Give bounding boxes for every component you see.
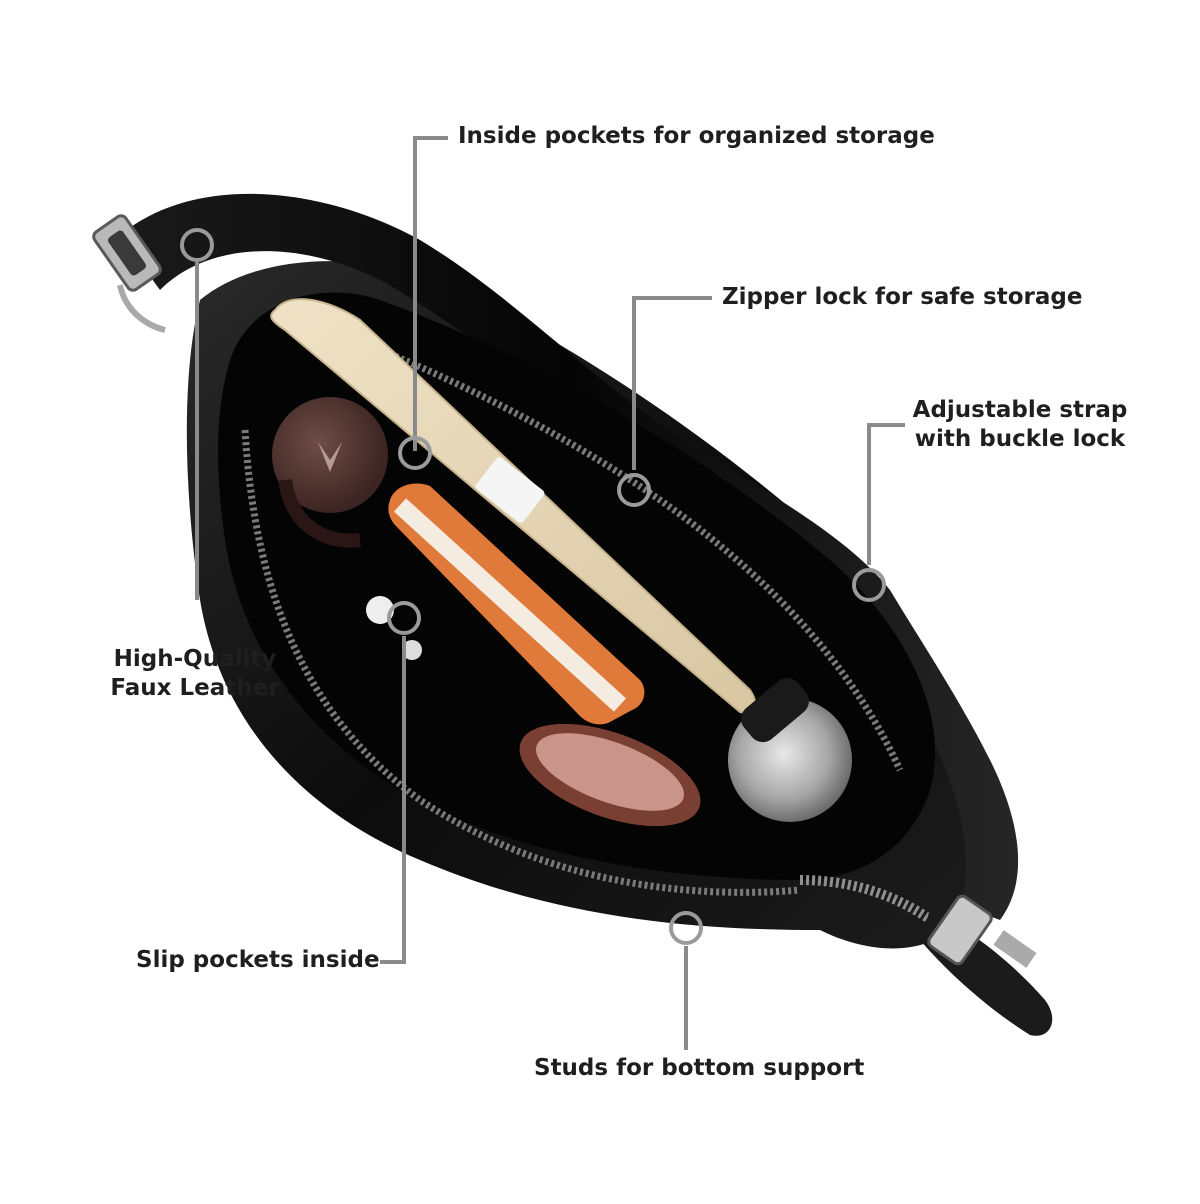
label-strap-line1: Adjustable strap bbox=[912, 397, 1128, 423]
slip-pockets-marker-icon bbox=[387, 601, 421, 635]
studs-marker-icon bbox=[669, 911, 703, 945]
jar bbox=[272, 397, 388, 548]
leader-zipper-lock bbox=[632, 296, 712, 470]
strap bbox=[120, 193, 1019, 920]
leader-strap bbox=[867, 423, 905, 565]
label-leather-line1: High-Quality bbox=[113, 646, 277, 672]
leader-inside-pockets bbox=[413, 136, 448, 451]
label-leather: High-Quality Faux Leather bbox=[95, 645, 295, 703]
label-studs: Studs for bottom support bbox=[534, 1055, 865, 1081]
label-slip-pockets: Slip pockets inside bbox=[136, 947, 380, 973]
zipper-track-outer bbox=[241, 429, 801, 896]
zipper-lock-marker-icon bbox=[617, 473, 651, 507]
label-strap-line2: with buckle lock bbox=[914, 426, 1126, 452]
flask bbox=[728, 677, 852, 822]
leather-marker-icon bbox=[180, 228, 214, 262]
zipper-track-inner bbox=[298, 316, 904, 772]
leader-slip-pockets bbox=[380, 636, 406, 964]
label-strap: Adjustable strap with buckle lock bbox=[905, 396, 1135, 454]
compact-mirror bbox=[519, 723, 701, 827]
strap-marker-icon bbox=[852, 568, 886, 602]
leader-lines bbox=[195, 136, 905, 1050]
inside-pockets-marker-icon bbox=[398, 436, 432, 470]
buckle bbox=[92, 214, 166, 333]
zipper-pull bbox=[920, 894, 1053, 1036]
markers bbox=[180, 228, 886, 945]
label-zipper-lock: Zipper lock for safe storage bbox=[722, 284, 1083, 310]
earbuds bbox=[366, 596, 422, 660]
label-leather-line2: Faux Leather bbox=[110, 675, 280, 701]
orange-book bbox=[388, 483, 645, 725]
label-inside-pockets: Inside pockets for organized storage bbox=[458, 123, 935, 149]
